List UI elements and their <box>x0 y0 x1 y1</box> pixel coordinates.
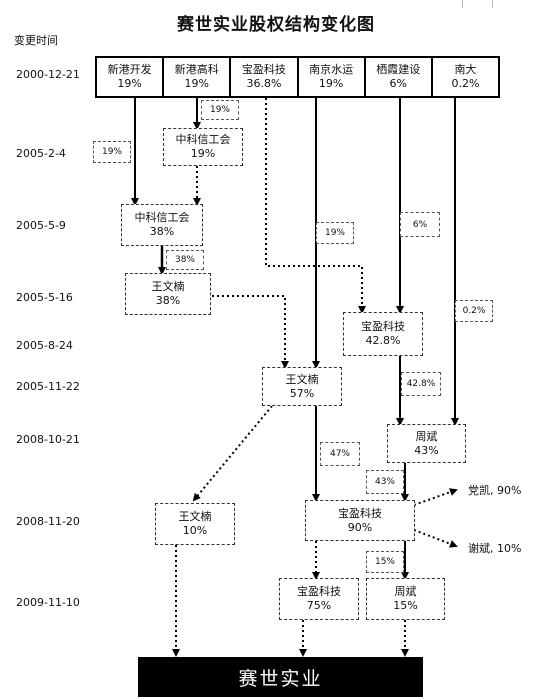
node-pct: 57% <box>289 386 315 400</box>
node-pct: 38% <box>149 225 175 238</box>
pct-tag: 0.2% <box>455 300 493 322</box>
holder-nanda: 南大 0.2% <box>433 58 498 96</box>
holder-pct: 36.8% <box>246 77 282 90</box>
pct-tag: 19% <box>201 100 239 120</box>
node-pct: 38% <box>155 294 181 307</box>
holder-nanjing-shuiyun: 南京水运 19% <box>299 58 366 96</box>
node-zhoubin-43: 周斌 43% <box>387 424 466 463</box>
holder-pct: 19% <box>117 77 142 90</box>
label-xiebin: 谢斌, 10% <box>468 542 522 555</box>
node-baoying-keji-42-8: 宝盈科技 42.8% <box>343 312 423 356</box>
date-label: 2005-8-24 <box>16 339 73 352</box>
holder-qixia-jianshe: 栖霞建设 6% <box>366 58 433 96</box>
date-label: 2005-2-4 <box>16 147 66 160</box>
holder-baoying-keji: 宝盈科技 36.8% <box>231 58 299 96</box>
node-wangwennan-57: 王文楠 57% <box>262 367 342 406</box>
pct-tag: 15% <box>366 551 404 573</box>
node-name: 王文楠 <box>285 372 319 386</box>
node-name: 中科信工会 <box>134 211 190 224</box>
pct-tag: 19% <box>93 141 131 163</box>
holder-name: 新港高科 <box>174 63 219 76</box>
arrow-wang1-to-wang2 <box>212 295 289 369</box>
date-label: 2005-5-16 <box>16 291 73 304</box>
date-label: 2000-12-21 <box>16 68 80 81</box>
node-pct: 15% <box>393 599 418 612</box>
node-name: 宝盈科技 <box>361 320 405 333</box>
date-label: 2009-11-10 <box>16 596 80 609</box>
holder-xingang-kaifa: 新港开发 19% <box>97 58 165 96</box>
holder-xingang-gaoke: 新港高科 19% <box>164 58 232 96</box>
node-pct: 10% <box>182 524 208 537</box>
node-pct: 42.8% <box>365 334 401 347</box>
arrow-baoying-to-baoying1 <box>265 98 366 314</box>
node-name: 周斌 <box>415 429 438 443</box>
node-zhongke-gonghui-2005-5: 中科信工会 38% <box>121 204 203 246</box>
node-pct: 75% <box>306 599 332 612</box>
node-name: 中科信工会 <box>175 133 231 146</box>
pct-tag: 38% <box>166 250 204 270</box>
pct-tag: 42.8% <box>401 372 441 396</box>
holder-name: 南大 <box>454 63 477 76</box>
node-name: 宝盈科技 <box>297 585 341 598</box>
date-label: 2005-5-9 <box>16 219 66 232</box>
date-column-header: 变更时间 <box>14 34 58 47</box>
label-dangkai: 党凯, 90% <box>468 484 522 497</box>
node-zhoubin-15: 周斌 15% <box>366 578 445 620</box>
node-zhongke-gonghui-2005-2: 中科信工会 19% <box>163 128 243 166</box>
chart-title: 赛世实业股权结构变化图 <box>177 15 375 35</box>
date-label: 2008-10-21 <box>16 433 80 446</box>
date-label: 2008-11-20 <box>16 515 80 528</box>
arrow-baoying2-to-dangkai <box>413 488 458 506</box>
holder-pct: 19% <box>184 77 209 90</box>
holder-name: 栖霞建设 <box>376 63 421 76</box>
holder-pct: 6% <box>389 77 407 90</box>
corner-mark-left <box>462 0 469 8</box>
arrow-wang2-to-wang3 <box>192 405 273 502</box>
node-name: 王文楠 <box>151 280 185 293</box>
pct-tag: 6% <box>400 212 440 237</box>
date-label: 2005-11-22 <box>16 380 80 393</box>
node-name: 宝盈科技 <box>338 506 382 520</box>
node-wangwennan-38: 王文楠 38% <box>125 273 211 315</box>
holder-name: 宝盈科技 <box>241 63 286 76</box>
node-baoying-keji-75: 宝盈科技 75% <box>279 578 359 620</box>
final-company-box: 赛世实业 <box>138 657 423 697</box>
pct-tag: 47% <box>320 442 360 466</box>
holder-pct: 19% <box>318 77 344 90</box>
node-pct: 19% <box>190 147 216 160</box>
pct-tag: 43% <box>366 470 404 494</box>
node-baoying-keji-90: 宝盈科技 90% <box>305 500 415 541</box>
node-name: 周斌 <box>394 585 417 598</box>
initial-shareholders-row: 新港开发 19% 新港高科 19% 宝盈科技 36.8% 南京水运 19% 栖霞… <box>95 56 500 98</box>
node-wangwennan-10: 王文楠 10% <box>155 503 235 545</box>
holder-name: 新港开发 <box>107 63 152 76</box>
corner-mark-right <box>492 0 499 8</box>
holder-name: 南京水运 <box>309 63 354 76</box>
holder-pct: 0.2% <box>451 77 480 90</box>
node-pct: 43% <box>414 443 439 457</box>
arrow-baoying2-to-xiebin <box>413 529 458 548</box>
pct-tag: 19% <box>316 222 354 244</box>
node-pct: 90% <box>347 520 373 534</box>
node-name: 王文楠 <box>178 510 212 523</box>
